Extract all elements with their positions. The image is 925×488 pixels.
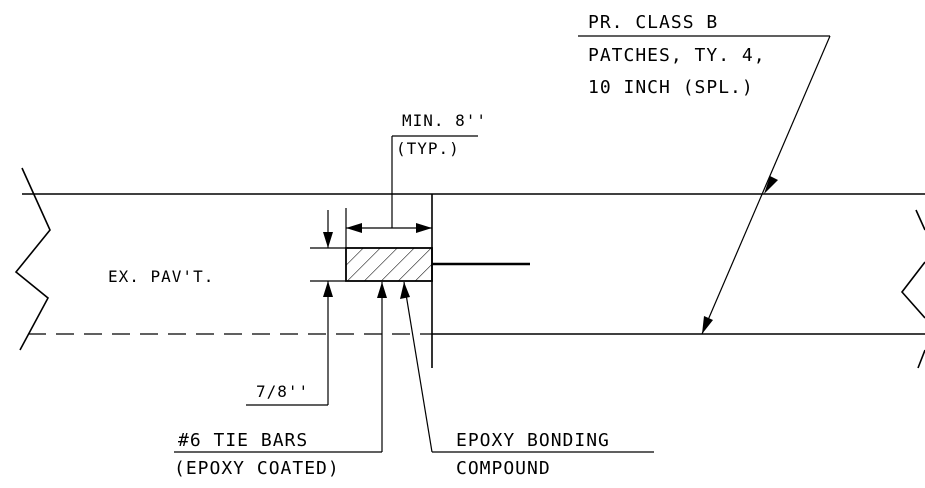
depth-label: 7/8'' — [256, 382, 309, 401]
epoxy-label-2: COMPOUND — [456, 458, 551, 479]
min-spacing-arrow-left — [346, 223, 362, 233]
patch-callout-arrow-bottom — [702, 316, 713, 334]
tie-bars-label-1: #6 TIE BARS — [178, 430, 308, 451]
tie-bar-epoxy-hole — [345, 247, 433, 282]
right-break-line — [915, 209, 925, 231]
depth-arrow-top — [323, 232, 333, 248]
min-spacing-label-1: MIN. 8'' — [402, 111, 487, 130]
patch-callout-arrow-top — [764, 176, 778, 194]
tie-bars-label-2: (EPOXY COATED) — [174, 458, 340, 479]
right-break-line-tail — [917, 349, 925, 369]
existing-pavement-label: EX. PAV'T. — [108, 267, 214, 286]
depth-arrow-bottom — [323, 281, 333, 297]
right-break-line-lower — [900, 261, 925, 319]
min-spacing-label-2: (TYP.) — [396, 139, 460, 158]
epoxy-leader — [403, 281, 433, 453]
epoxy-arrow — [400, 282, 410, 299]
patch-callout-label-1: PR. CLASS B — [588, 12, 718, 33]
patch-callout-label-3: 10 INCH (SPL.) — [588, 77, 754, 98]
min-spacing-arrow-right — [416, 223, 432, 233]
left-break-line — [14, 167, 51, 351]
tie-bars-arrow — [377, 282, 387, 298]
patch-callout-label-2: PATCHES, TY. 4, — [588, 45, 766, 66]
epoxy-label-1: EPOXY BONDING — [456, 430, 610, 451]
patch-callout-leader — [701, 35, 831, 335]
